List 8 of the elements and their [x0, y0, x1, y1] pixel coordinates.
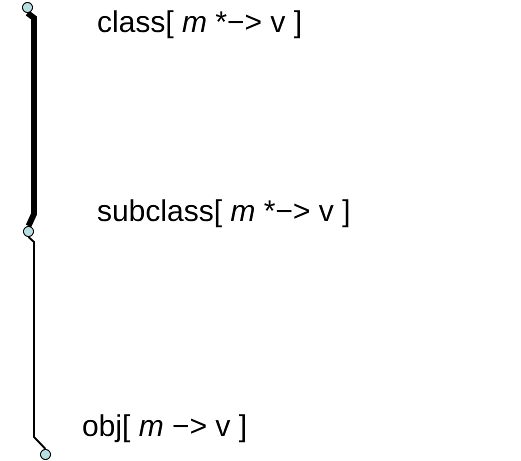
connector-line	[26, 10, 37, 228]
connector-line	[28, 236, 46, 450]
rule-label: class[ m *−> v ]	[97, 6, 302, 40]
junction-circle	[23, 226, 34, 237]
junction-circle	[22, 2, 33, 13]
junction-circle	[40, 449, 51, 460]
rule-label: obj[ m −> v ]	[82, 410, 248, 444]
rule-label: subclass[ m *−> v ]	[97, 195, 350, 229]
